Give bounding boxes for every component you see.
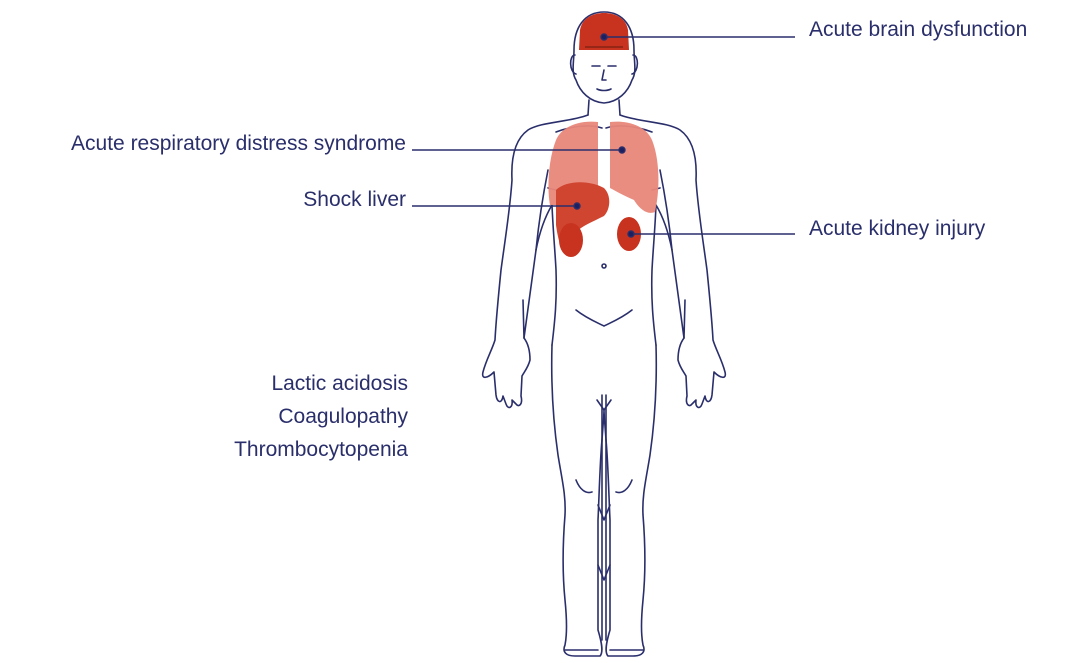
body-outline bbox=[483, 12, 726, 656]
systemic-effects-list: Lactic acidosis Coagulopathy Thrombocyto… bbox=[234, 372, 408, 471]
brain-highlight bbox=[579, 13, 629, 50]
systemic-item: Coagulopathy bbox=[234, 405, 408, 429]
label-liver: Shock liver bbox=[303, 188, 406, 212]
systemic-item: Thrombocytopenia bbox=[234, 438, 408, 462]
systemic-item: Lactic acidosis bbox=[234, 372, 408, 396]
organs bbox=[548, 13, 658, 257]
label-brain: Acute brain dysfunction bbox=[809, 18, 1027, 42]
label-lungs: Acute respiratory distress syndrome bbox=[71, 132, 406, 156]
label-kidney: Acute kidney injury bbox=[809, 217, 985, 241]
